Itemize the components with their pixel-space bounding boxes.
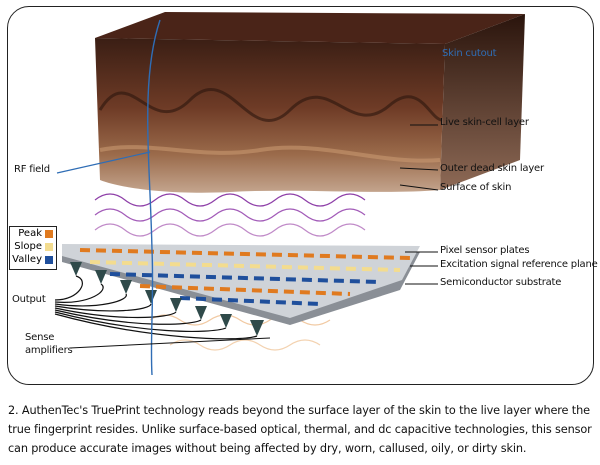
legend-swatch-peak (45, 229, 53, 238)
surface-of-skin-label: Surface of skin (440, 182, 512, 193)
legend-label: Peak (18, 228, 42, 239)
legend-item-valley: Valley (10, 253, 56, 266)
pixel-plates-label: Pixel sensor plates (440, 245, 530, 256)
skin-cutout-label: Skin cutout (442, 48, 497, 59)
legend-label: Valley (12, 254, 42, 265)
live-layer-label: Live skin-cell layer (440, 117, 529, 128)
skin-top-face (95, 12, 525, 44)
legend-item-peak: Peak (10, 227, 56, 240)
figure-caption: 2. AuthenTec's TruePrint technology read… (8, 404, 592, 455)
leader-lines (69, 124, 439, 349)
sense-amplifier-pyramids (70, 262, 264, 336)
legend: Peak Slope Valley (9, 226, 57, 270)
legend-item-slope: Slope (10, 240, 56, 253)
sense-label-line1: Sense (25, 332, 55, 343)
pixel-sensor-plates (62, 244, 420, 318)
outer-dead-layer-label: Outer dead skin layer (440, 163, 544, 174)
legend-label: Slope (14, 241, 42, 252)
sensor-illustration (54, 12, 525, 376)
output-wires (54, 275, 258, 340)
substrate-label: Semiconductor substrate (440, 277, 562, 288)
figure-frame (7, 6, 594, 385)
sense-label-line2: amplifiers (25, 345, 73, 356)
legend-swatch-slope (45, 242, 53, 251)
excitation-plane-label: Excitation signal reference plane (440, 259, 598, 270)
legend-swatch-valley (45, 255, 53, 264)
output-label: Output (12, 294, 46, 305)
pixel-plate-pattern (79, 248, 411, 306)
rf-field-line (147, 19, 161, 376)
skin-side-face (440, 14, 525, 190)
rf-field-label: RF field (14, 164, 50, 175)
